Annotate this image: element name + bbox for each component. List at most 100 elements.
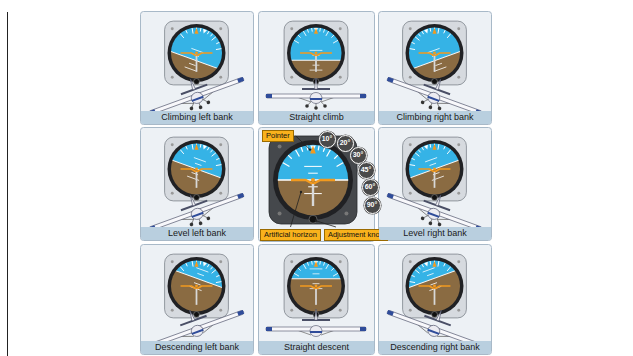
fuselage-stripe xyxy=(427,212,439,218)
bank-tick xyxy=(418,266,420,270)
bank-tick xyxy=(415,152,419,158)
horizon-line xyxy=(382,40,491,80)
bank-tick xyxy=(210,149,212,153)
bank-tick xyxy=(443,30,446,33)
airplane-stand xyxy=(315,289,317,305)
pitch-line xyxy=(304,166,322,167)
center-panel xyxy=(233,100,393,260)
pitch-line xyxy=(430,283,437,285)
bank-tick xyxy=(326,31,329,36)
pitch-line xyxy=(196,268,208,272)
fuselage xyxy=(190,91,205,105)
adjustment-knob-symbol xyxy=(194,195,200,201)
attitude-panel xyxy=(360,95,509,244)
label-text: Climbing right bank xyxy=(396,111,473,124)
bank-tick xyxy=(216,41,219,44)
bank-tick xyxy=(411,157,414,160)
attitude-panel xyxy=(125,212,271,355)
wheel xyxy=(198,105,203,110)
tail-fin xyxy=(435,79,442,90)
case-screw xyxy=(290,309,293,312)
bank-tick xyxy=(207,264,209,268)
ground xyxy=(380,149,509,243)
leader-end xyxy=(315,220,317,222)
instrument-dial xyxy=(120,0,271,134)
bank-tick xyxy=(301,147,303,152)
pitch-line xyxy=(423,268,435,272)
pitch-line xyxy=(310,268,323,269)
pitch-line xyxy=(313,273,320,274)
fuselage xyxy=(426,207,441,221)
bank-tick xyxy=(333,273,338,276)
wheel xyxy=(198,221,203,226)
bank-tick xyxy=(446,149,452,153)
adjustment-knob-symbol xyxy=(194,312,200,318)
bank-tick xyxy=(283,162,290,166)
airplane-dot xyxy=(195,168,198,171)
bank-tick xyxy=(326,264,329,269)
bank-tick xyxy=(294,273,299,276)
case-screw xyxy=(457,27,460,30)
airplane-stand xyxy=(196,289,198,305)
case-screw xyxy=(219,192,222,195)
bank-tick xyxy=(333,40,338,43)
leader-line xyxy=(316,221,336,227)
horizon-line xyxy=(378,259,487,299)
degree-label: 10° xyxy=(322,132,333,146)
bank-degree-marker: 30° xyxy=(350,147,367,164)
fuselage-stripe xyxy=(192,96,204,102)
airplane-dot xyxy=(315,52,318,55)
wheel xyxy=(420,100,425,105)
horizon-group xyxy=(360,95,509,244)
degree-label: 20° xyxy=(340,136,351,150)
case-screw xyxy=(409,76,412,79)
zero-index xyxy=(424,262,429,267)
bank-tick xyxy=(288,155,292,159)
bank-tick xyxy=(216,274,219,277)
label-text: Descending left bank xyxy=(155,341,239,354)
bank-tick xyxy=(179,33,185,37)
bank-tick xyxy=(212,152,216,158)
label-text: Level left bank xyxy=(168,227,226,240)
leader-end xyxy=(300,191,302,193)
pitch-line xyxy=(435,63,442,65)
bank-tick xyxy=(319,261,321,265)
case-screw xyxy=(219,143,222,146)
pitch-line xyxy=(310,50,323,51)
bank-tick xyxy=(200,261,202,265)
wheel xyxy=(314,106,318,110)
bank-tick xyxy=(331,35,334,38)
bank-degree-marker: 90° xyxy=(364,197,381,214)
ground xyxy=(120,40,249,134)
bank-tick xyxy=(179,266,185,270)
case-screw xyxy=(171,76,174,79)
case-screw xyxy=(339,260,342,263)
bank-tick xyxy=(185,263,188,266)
leader-line xyxy=(290,192,301,227)
bank-tick xyxy=(436,261,440,267)
horizon-group xyxy=(360,212,506,354)
label-text: Climbing left bank xyxy=(161,111,233,124)
bank-tick xyxy=(327,150,331,157)
callout-tag: Artificial horizon xyxy=(260,229,321,241)
instrument-dial xyxy=(360,95,509,244)
bank-tick xyxy=(446,266,452,270)
bank-tick xyxy=(185,30,188,33)
airplane-stand xyxy=(312,184,314,206)
case-screw xyxy=(457,143,460,146)
fuselage-stripe xyxy=(310,331,322,333)
pitch-line xyxy=(427,273,434,275)
airplane-stand xyxy=(434,289,436,305)
case-screw xyxy=(219,76,222,79)
bank-tick xyxy=(331,268,334,271)
instrument-dial xyxy=(360,0,511,134)
bank-tick xyxy=(334,155,338,159)
fuselage xyxy=(190,207,205,221)
airplane-stand xyxy=(196,172,198,188)
bank-tick xyxy=(298,35,301,38)
case-screw xyxy=(409,260,412,263)
fuselage xyxy=(310,326,322,337)
instrument-dial xyxy=(258,0,374,118)
bank-pointer xyxy=(194,261,198,267)
